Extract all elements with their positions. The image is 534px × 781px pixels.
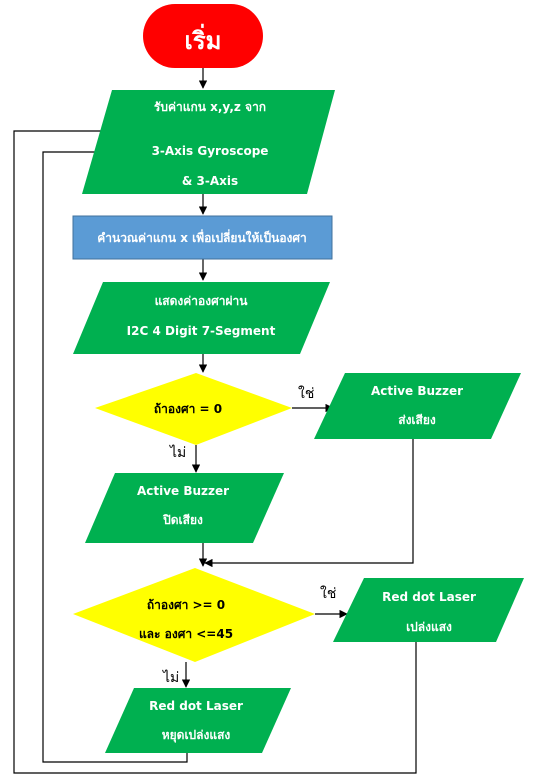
- laser-on-line2: เปล่งแสง: [406, 620, 452, 634]
- decision1-no-label: ไม่: [169, 444, 186, 461]
- buzzer-on-line2: ส่งเสียง: [398, 413, 436, 427]
- connectors: [13, 68, 417, 774]
- start-terminator: [143, 4, 263, 68]
- read-axes-line2: 3-Axis Gyroscope: [152, 144, 269, 158]
- buzzer-off-line1: Active Buzzer: [137, 484, 229, 498]
- display-line1: แสดงค่าองศาผ่าน: [155, 294, 249, 308]
- edge-laser-off-loop: [42, 147, 188, 763]
- laser-on-line1: Red dot Laser: [382, 590, 476, 604]
- laser-on-parallelogram: [333, 578, 524, 642]
- display-node: แสดงค่าองศาผ่าน I2C 4 Digit 7-Segment: [73, 282, 330, 354]
- decision2-node: ถ้าองศา >= 0 และ องศา <=45 ใช่ ไม่: [73, 568, 336, 686]
- buzzer-off-node: Active Buzzer ปิดเสียง: [85, 473, 284, 543]
- laser-on-node: Red dot Laser เปล่งแสง: [333, 578, 524, 642]
- laser-off-line2: หยุดเปล่งแสง: [162, 728, 231, 743]
- decision2-line1: ถ้าองศา >= 0: [147, 598, 225, 612]
- buzzer-off-line2: ปิดเสียง: [163, 513, 203, 527]
- decision2-line2: และ องศา <=45: [139, 627, 233, 641]
- decision2-yes-label: ใช่: [320, 585, 336, 602]
- laser-off-parallelogram: [105, 688, 291, 753]
- decision1-label: ถ้าองศา = 0: [154, 402, 222, 416]
- read-axes-line3: & 3-Axis: [182, 174, 238, 188]
- read-axes-line1: รับค่าแกน x,y,z จาก: [154, 100, 266, 114]
- start-label: เริ่ม: [185, 23, 222, 55]
- decision1-diamond: [95, 373, 292, 445]
- buzzer-on-line1: Active Buzzer: [371, 384, 463, 398]
- decision1-node: ถ้าองศา = 0 ใช่ ไม่: [95, 373, 314, 461]
- read-axes-parallelogram: [82, 90, 335, 194]
- edge-buzzer-on-merge: [204, 439, 414, 568]
- display-line2: I2C 4 Digit 7-Segment: [127, 324, 276, 338]
- start-node: เริ่ม: [143, 4, 263, 68]
- compute-process-box: [72, 215, 333, 260]
- edge-laser-on-loop: [13, 126, 417, 774]
- read-axes-node: รับค่าแกน x,y,z จาก 3-Axis Gyroscope & 3…: [82, 90, 335, 194]
- buzzer-on-parallelogram: [314, 373, 521, 439]
- decision2-no-label: ไม่: [162, 669, 179, 686]
- decision1-yes-label: ใช่: [298, 385, 314, 402]
- buzzer-on-node: Active Buzzer ส่งเสียง: [314, 373, 521, 439]
- compute-label: คำนวณค่าแกน x เพื่อเปลี่ยนให้เป็นองศา: [97, 229, 307, 245]
- decision2-diamond: [73, 568, 315, 662]
- compute-node: คำนวณค่าแกน x เพื่อเปลี่ยนให้เป็นองศา: [72, 215, 333, 260]
- laser-off-node: Red dot Laser หยุดเปล่งแสง: [105, 688, 291, 753]
- display-parallelogram: [73, 282, 330, 354]
- laser-off-line1: Red dot Laser: [149, 699, 243, 713]
- buzzer-off-parallelogram: [85, 473, 284, 543]
